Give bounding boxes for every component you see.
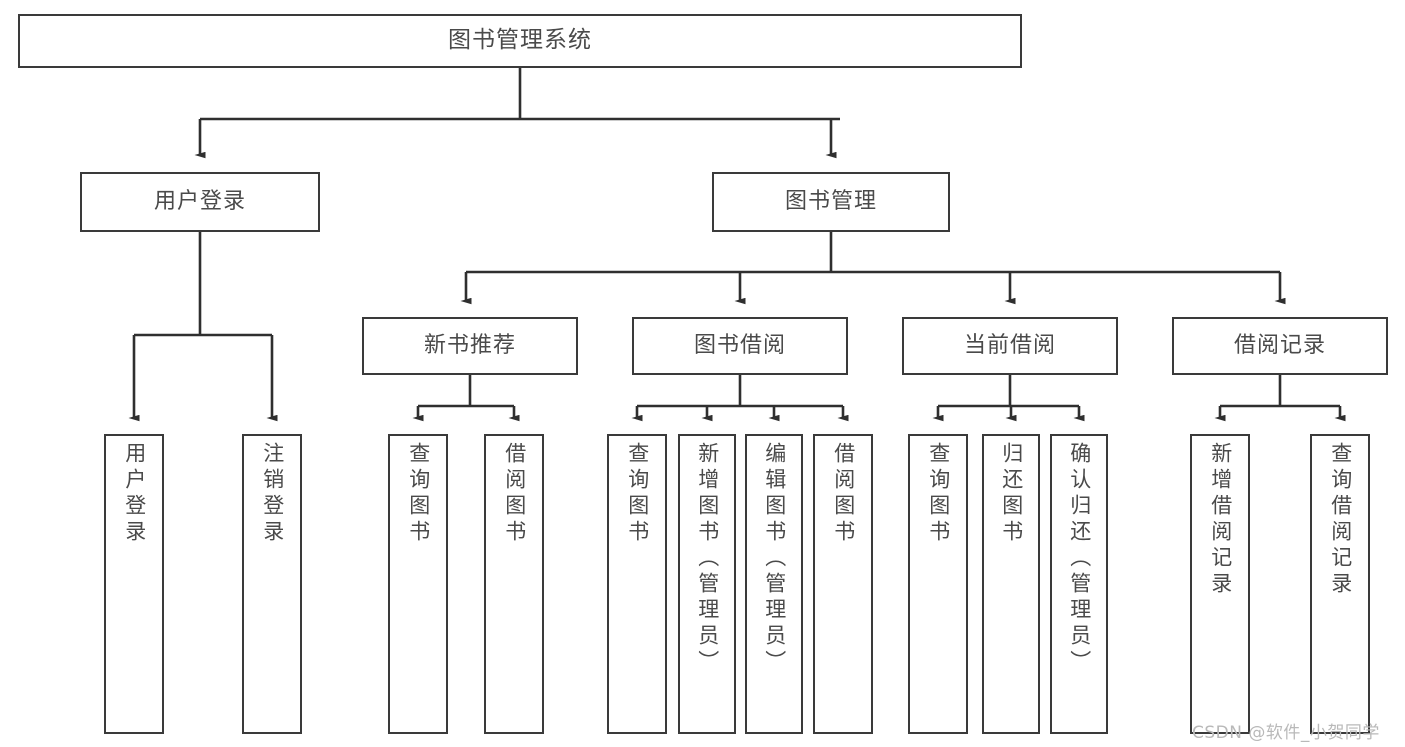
- node-label: 查询借阅记录: [1328, 442, 1353, 598]
- node-label: 新增图书（管理员）: [695, 442, 720, 676]
- node-user-login[interactable]: 用户登录: [80, 172, 320, 232]
- node-label: 注销登录: [260, 442, 285, 546]
- node-label: 用户登录: [122, 442, 147, 546]
- leaf-recommend-query-books[interactable]: 查询图书: [388, 434, 448, 734]
- leaf-record-query-borrow-record[interactable]: 查询借阅记录: [1310, 434, 1370, 734]
- node-book-borrow[interactable]: 图书借阅: [632, 317, 848, 375]
- leaf-borrow-edit-book-admin[interactable]: 编辑图书（管理员）: [745, 434, 803, 734]
- leaf-current-return-books[interactable]: 归还图书: [982, 434, 1040, 734]
- connector-lines: [128, 68, 1346, 422]
- node-label: 图书管理: [784, 188, 877, 214]
- node-label: 查询图书: [406, 442, 431, 546]
- node-label: 归还图书: [999, 442, 1024, 546]
- leaf-user-login[interactable]: 用户登录: [104, 434, 164, 734]
- node-book-management[interactable]: 图书管理: [712, 172, 950, 232]
- node-label: 新增借阅记录: [1208, 442, 1233, 598]
- node-current-borrow[interactable]: 当前借阅: [902, 317, 1118, 375]
- node-label: 用户登录: [153, 188, 246, 214]
- node-label: 查询图书: [625, 442, 650, 546]
- leaf-recommend-borrow-books[interactable]: 借阅图书: [484, 434, 544, 734]
- node-label: 借阅图书: [831, 442, 856, 546]
- node-label: 新书推荐: [423, 332, 516, 358]
- node-label: 确认归还（管理员）: [1067, 442, 1092, 676]
- node-label: 借阅图书: [502, 442, 527, 546]
- node-label: 借阅记录: [1233, 332, 1326, 358]
- leaf-borrow-add-book-admin[interactable]: 新增图书（管理员）: [678, 434, 736, 734]
- leaf-borrow-query-books[interactable]: 查询图书: [607, 434, 667, 734]
- node-label: 当前借阅: [963, 332, 1056, 358]
- node-label: 图书借阅: [693, 332, 786, 358]
- leaf-logout-login[interactable]: 注销登录: [242, 434, 302, 734]
- leaf-current-query-books[interactable]: 查询图书: [908, 434, 968, 734]
- node-borrow-record[interactable]: 借阅记录: [1172, 317, 1388, 375]
- leaf-record-add-borrow-record[interactable]: 新增借阅记录: [1190, 434, 1250, 734]
- node-label: 查询图书: [926, 442, 951, 546]
- node-root-system[interactable]: 图书管理系统: [18, 14, 1022, 68]
- node-label: 图书管理系统: [448, 27, 592, 54]
- csdn-watermark: CSDN @软件_小贺同学: [1192, 723, 1380, 743]
- node-new-book-recommend[interactable]: 新书推荐: [362, 317, 578, 375]
- leaf-borrow-borrow-books[interactable]: 借阅图书: [813, 434, 873, 734]
- node-label: 编辑图书（管理员）: [762, 442, 787, 676]
- leaf-current-confirm-return-admin[interactable]: 确认归还（管理员）: [1050, 434, 1108, 734]
